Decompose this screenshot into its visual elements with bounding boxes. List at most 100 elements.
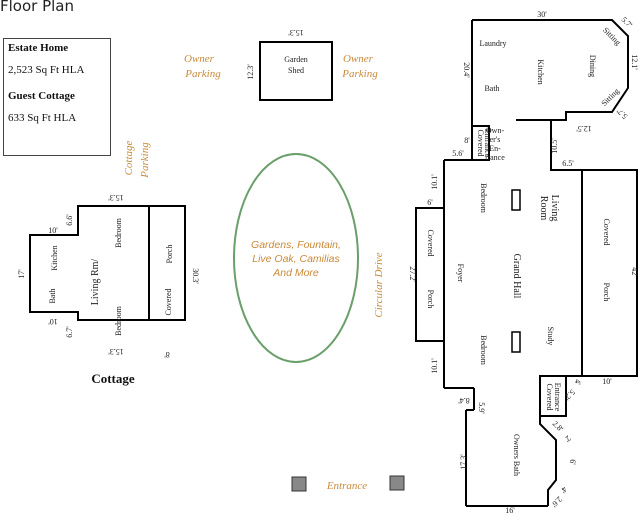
garden-ellipse xyxy=(233,153,359,363)
garden-label-2: Live Oak, Camilias xyxy=(252,253,340,265)
shed-dim-left: 12.3' xyxy=(246,64,255,80)
cottage-dim-17: 17' xyxy=(17,269,26,279)
dim-2: 2' xyxy=(562,434,573,445)
dim-20-4: 20.4' xyxy=(462,62,471,78)
cottage-caption: Cottage xyxy=(91,371,135,386)
room-kitchen: Kitchen xyxy=(536,59,545,84)
room-study: Study xyxy=(546,327,555,346)
garden-label-3: And More xyxy=(272,267,319,279)
cottage-parking-2: Parking xyxy=(139,142,151,179)
cottage-dim-10-bottom: 10' xyxy=(48,317,58,326)
cottage-porch: Porch xyxy=(165,245,174,264)
dim-5-7-bottom: 5.7' xyxy=(615,106,630,121)
owner-parking-right-2: Parking xyxy=(341,68,378,80)
room-bath: Bath xyxy=(484,84,499,93)
dim-5-7-top: 5.7' xyxy=(620,15,635,30)
guest-area: 633 Sq Ft HLA xyxy=(8,112,77,124)
fixture-bottom xyxy=(511,331,521,353)
covered-entrance-top-2: Entrance xyxy=(483,129,492,158)
room-foyer: Foyer xyxy=(456,264,465,283)
entrance-label: Entrance xyxy=(326,480,367,492)
dim-4-b: 4' xyxy=(558,485,569,496)
dim-8-top: 8' xyxy=(464,136,470,145)
east-porch-1: Covered xyxy=(602,218,611,245)
dim-6-5: 6.5' xyxy=(562,159,574,168)
dim-6-bath: 6' xyxy=(568,459,577,465)
dim-10-5: 10.5' xyxy=(550,138,559,154)
cottage-dim-30-3: 30.3' xyxy=(191,268,200,284)
cottage-dim-8: 8' xyxy=(164,350,170,359)
shed-label-2: Shed xyxy=(288,66,304,75)
dim-10: 10' xyxy=(602,377,612,386)
covered-entrance-top-1: Covered xyxy=(476,129,485,156)
room-owners-bath: Owners Bath xyxy=(512,434,521,476)
entrance-marker-right xyxy=(389,475,405,491)
dim-5-9: 5.9' xyxy=(477,402,486,414)
room-dining: Dining xyxy=(588,55,597,77)
dim-2-8: 2.8' xyxy=(551,419,566,434)
cottage-parking-1: Cottage xyxy=(123,140,135,175)
cottage-dim-bottom: 15.3' xyxy=(108,347,124,356)
area-summary-box: Estate Home 2,523 Sq Ft HLA Guest Cottag… xyxy=(3,38,111,156)
shed-dim-top: 15.3' xyxy=(288,28,304,37)
cottage-dim-6-6: 6.6' xyxy=(65,214,74,226)
dim-10-1-top: 10.1' xyxy=(430,174,439,190)
page-title: Floor Plan xyxy=(0,0,74,15)
dim-5-6: 5.6' xyxy=(452,149,464,158)
fixture-top xyxy=(511,189,521,211)
west-porch-2: Porch xyxy=(426,290,435,309)
cottage-bath: Bath xyxy=(48,288,57,303)
dim-30: 30' xyxy=(537,10,547,19)
cottage-dim-10-top: 10' xyxy=(48,226,58,235)
room-bedroom-top: Bedroom xyxy=(479,183,488,214)
estate-area: 2,523 Sq Ft HLA xyxy=(8,64,85,76)
cottage-bedroom-bottom: Bedroom xyxy=(114,305,123,336)
owners-bath-outline xyxy=(539,416,557,506)
cottage-dim-top: 15.3' xyxy=(108,193,124,202)
west-porch-1: Covered xyxy=(426,229,435,256)
room-bedroom-bottom: Bedroom xyxy=(479,335,488,366)
cottage-dim-6-7: 6.7' xyxy=(65,326,74,338)
covered-entrance-bottom-2: Entrance xyxy=(553,383,562,412)
owners-entrance-2: er's xyxy=(490,135,501,144)
dim-8-4: 8.4' xyxy=(458,396,470,405)
owners-entrance-4: trance xyxy=(485,153,505,162)
shed-label-1: Garden xyxy=(284,55,308,64)
east-porch-2: Porch xyxy=(602,283,611,302)
covered-entrance-bottom-1: Covered xyxy=(545,383,554,410)
circular-drive-label: Circular Drive xyxy=(373,252,385,317)
dim-12-5: 12.5' xyxy=(576,124,592,133)
dim-27-2: 27.2' xyxy=(408,266,417,282)
covered-entrance-top-block xyxy=(471,125,490,161)
room-laundry: Laundry xyxy=(479,39,506,48)
cottage-kitchen: Kitchen xyxy=(50,245,59,270)
dim-5-2: 5.2' xyxy=(562,388,577,403)
dim-10-1-bottom: 10.1' xyxy=(430,358,439,374)
house-north-outline xyxy=(472,19,629,171)
dim-2-6: 2.6' xyxy=(549,495,564,510)
garden-label-1: Gardens, Fountain, xyxy=(251,239,341,251)
cottage-bedroom-top: Bedroom xyxy=(114,217,123,248)
cottage-living: Living Rm/ xyxy=(90,259,101,306)
dim-16: 16' xyxy=(505,506,515,514)
owner-parking-left-2: Parking xyxy=(184,68,221,80)
owner-parking-left-1: Owner xyxy=(184,53,215,65)
dim-17-3: 17.3' xyxy=(459,454,468,470)
cottage-outline xyxy=(29,205,186,321)
owners-entrance-1: Own- xyxy=(486,126,505,135)
east-covered-porch xyxy=(581,169,638,377)
room-sitting-top: Sitting xyxy=(601,26,622,47)
dim-12-1: 12.1' xyxy=(630,54,639,70)
garden-shed xyxy=(259,41,333,101)
owners-entrance-3: En- xyxy=(489,144,501,153)
dim-4: 4' xyxy=(573,379,582,385)
living-room-2: Room xyxy=(538,196,549,221)
dim-42: 42' xyxy=(630,267,639,277)
estate-heading: Estate Home xyxy=(8,42,69,54)
guest-heading: Guest Cottage xyxy=(8,90,75,102)
entrance-marker-left xyxy=(291,476,307,492)
owner-parking-right-1: Owner xyxy=(343,53,374,65)
cottage-covered: Covered xyxy=(164,288,173,315)
west-covered-porch xyxy=(415,207,445,342)
